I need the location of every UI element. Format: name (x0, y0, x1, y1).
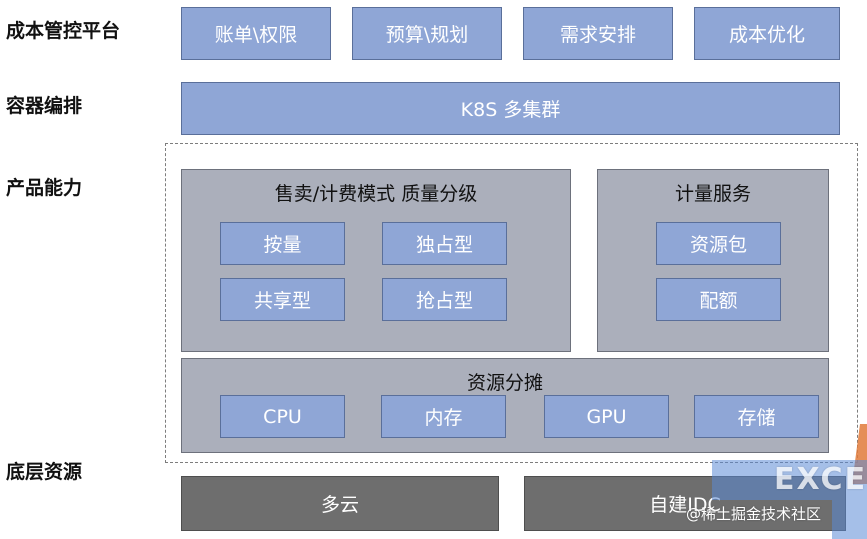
platform-budget-planning: 预算\规划 (352, 7, 502, 60)
allocation-storage: 存储 (694, 395, 819, 438)
watermark-text: @稀土掘金技术社区 (686, 505, 822, 523)
row-label-product: 产品能力 (6, 177, 83, 199)
sales-preemptible: 抢占型 (382, 278, 507, 321)
platform-cost-optimization: 成本优化 (694, 7, 840, 60)
metering-title: 计量服务 (674, 183, 751, 205)
metering-quota: 配额 (656, 278, 781, 321)
sales-shared: 共享型 (220, 278, 345, 321)
row-label-resource: 底层资源 (6, 461, 83, 483)
watermark-logo: EXCEL (712, 424, 867, 539)
platform-demand-scheduling: 需求安排 (523, 7, 673, 60)
orchestration-k8s-multicluster: K8S 多集群 (181, 82, 840, 135)
watermark-logo-shape (712, 424, 867, 539)
allocation-title: 资源分摊 (466, 372, 543, 394)
sales-billing-title: 售卖/计费模式 质量分级 (274, 183, 478, 205)
product-capability-region (165, 143, 858, 463)
allocation-cpu: CPU (220, 395, 345, 438)
watermark-logo-text: EXCEL (774, 462, 867, 497)
allocation-memory: 内存 (381, 395, 506, 438)
platform-billing-permission: 账单\权限 (181, 7, 331, 60)
row-label-platform: 成本管控平台 (6, 20, 121, 42)
sales-pay-as-you-go: 按量 (220, 222, 345, 265)
sales-exclusive: 独占型 (382, 222, 507, 265)
row-label-orchestration: 容器编排 (6, 95, 83, 117)
allocation-gpu: GPU (544, 395, 669, 438)
metering-resource-package: 资源包 (656, 222, 781, 265)
resource-multicloud: 多云 (181, 476, 499, 531)
